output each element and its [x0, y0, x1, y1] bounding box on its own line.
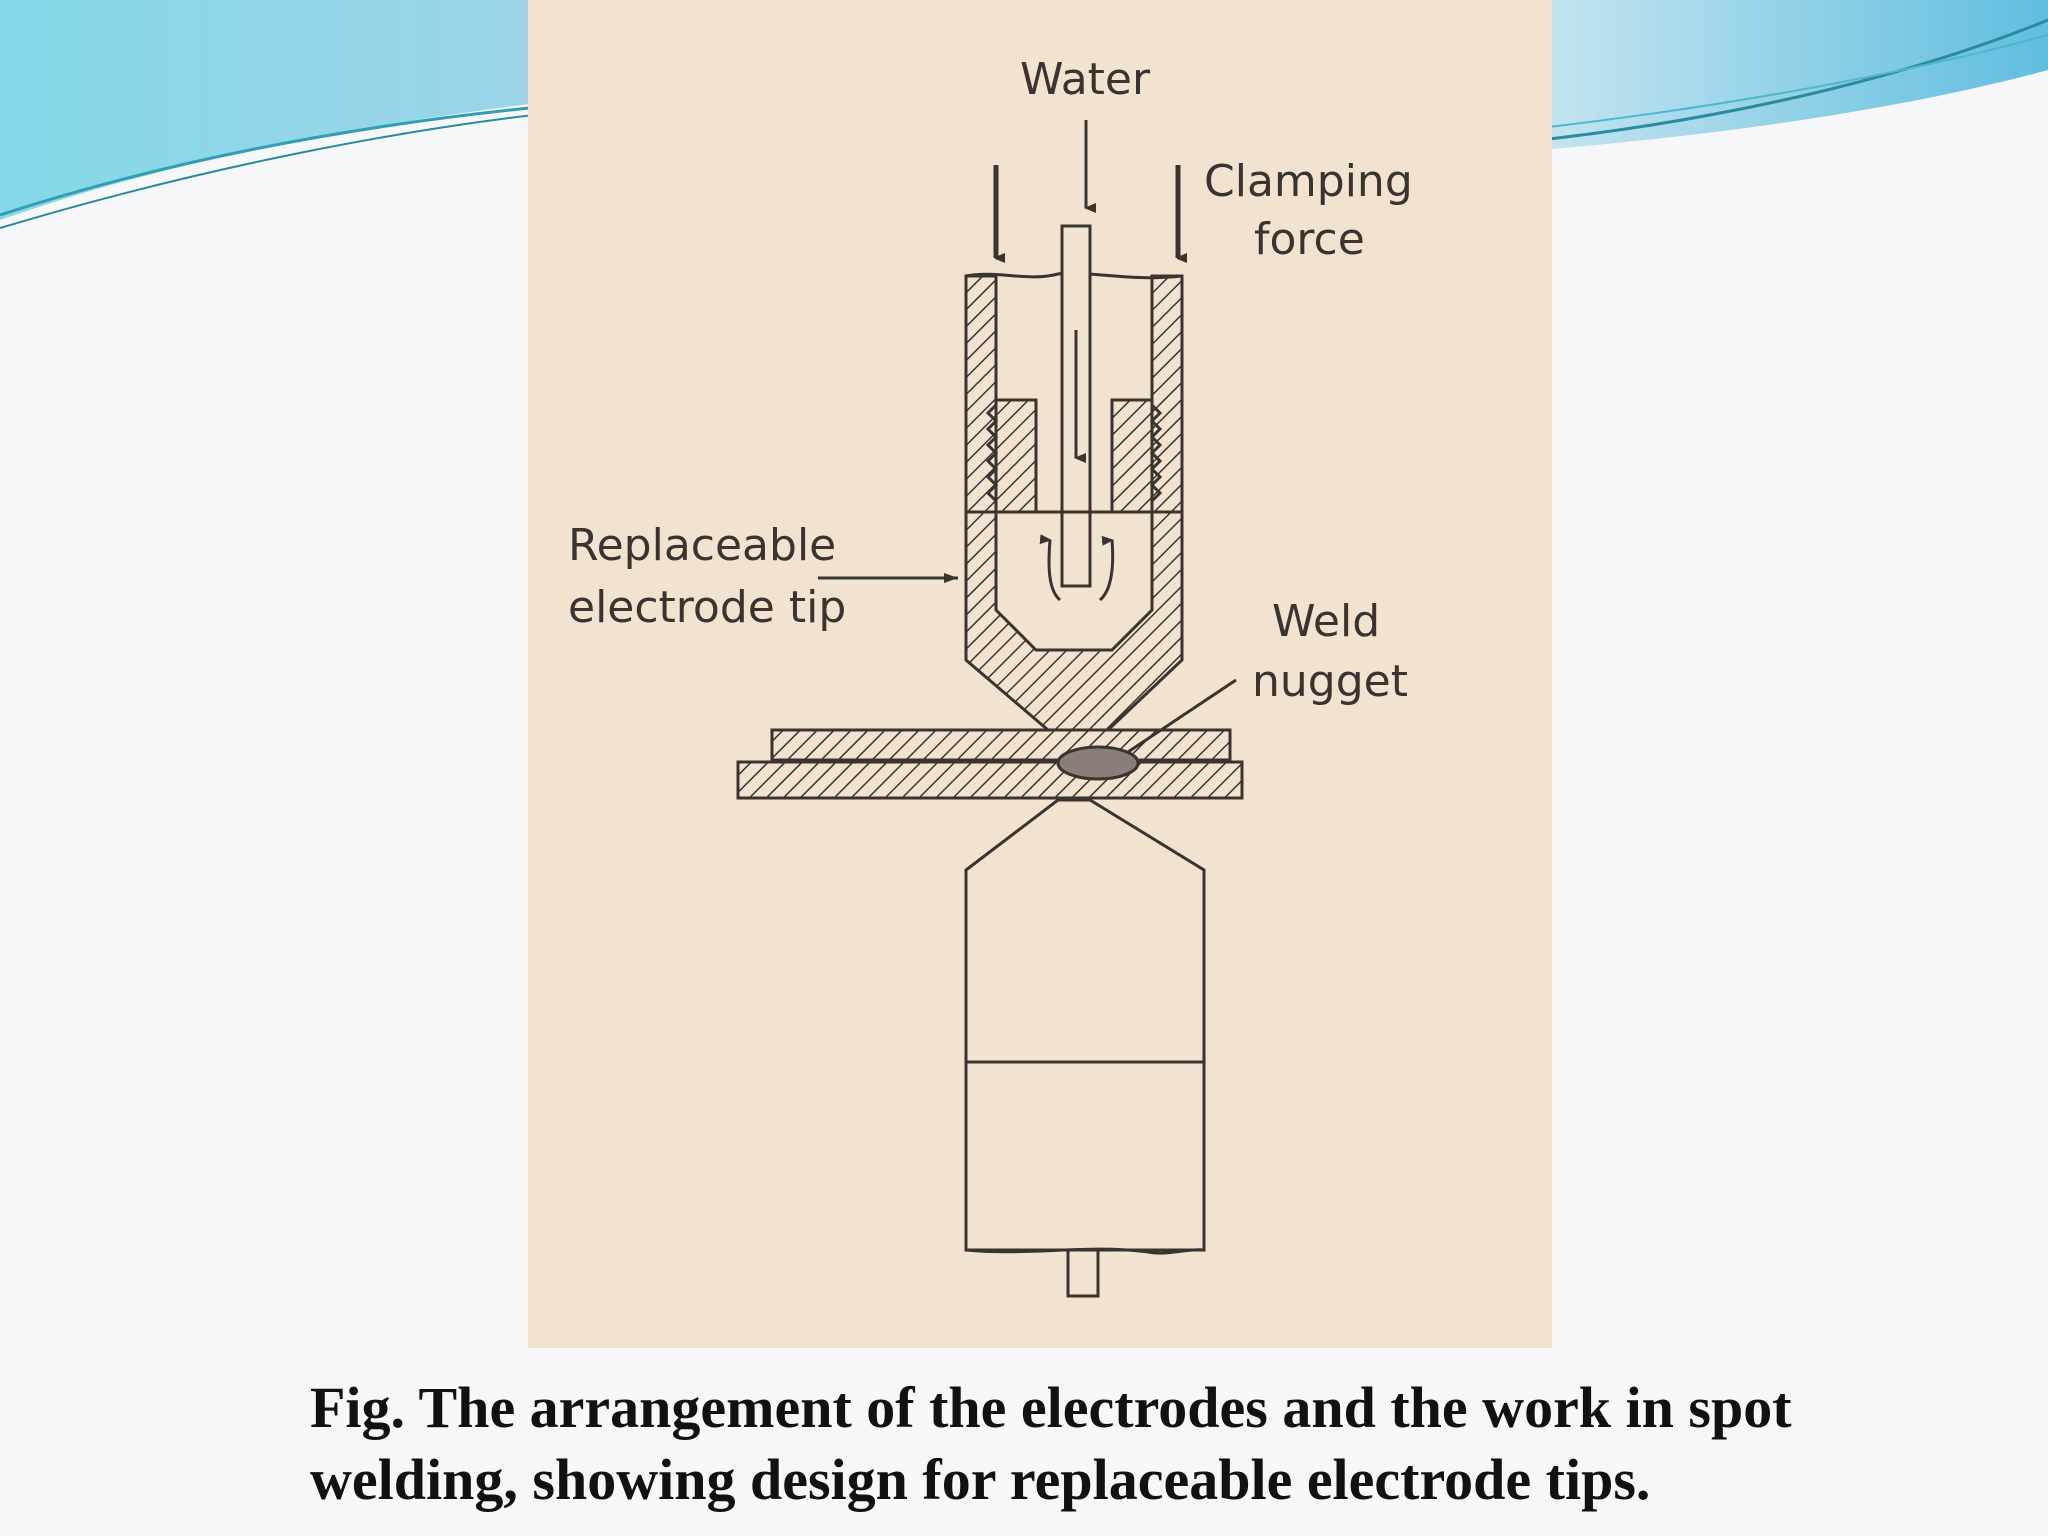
- caption-line-2: welding, showing design for replaceable …: [310, 1447, 1651, 1512]
- lower-sheet: [736, 760, 1244, 800]
- left-thread: [994, 398, 1038, 514]
- upper-sheet: [770, 728, 1232, 762]
- weld-nugget: [1056, 745, 1140, 781]
- right-thread: [1110, 398, 1154, 514]
- lower-shaft: [1066, 1248, 1100, 1298]
- label-tip-2: electrode tip: [568, 582, 846, 633]
- nugget-pointer-line: [1127, 678, 1237, 754]
- electrode-diagram: Water Clamping force Replaceable electro…: [568, 54, 1413, 1298]
- flow-arrow-left-up: [1039, 534, 1062, 602]
- label-clamping-1: Clamping: [1204, 156, 1413, 207]
- figure-caption: Fig. The arrangement of the electrodes a…: [310, 1372, 2010, 1516]
- flow-arrow-right-up: [1098, 535, 1115, 602]
- label-water: Water: [1020, 54, 1151, 105]
- lower-electrode: [964, 798, 1206, 1064]
- label-tip-1: Replaceable: [568, 520, 836, 571]
- spot-welding-figure: Water Clamping force Replaceable electro…: [528, 0, 1552, 1348]
- label-weld-1: Weld: [1272, 596, 1380, 647]
- label-weld-2: nugget: [1252, 656, 1408, 707]
- caption-line-1: Fig. The arrangement of the electrodes a…: [310, 1375, 1792, 1440]
- lower-electrode-body: [964, 1060, 1206, 1252]
- label-clamping-2: force: [1254, 214, 1365, 265]
